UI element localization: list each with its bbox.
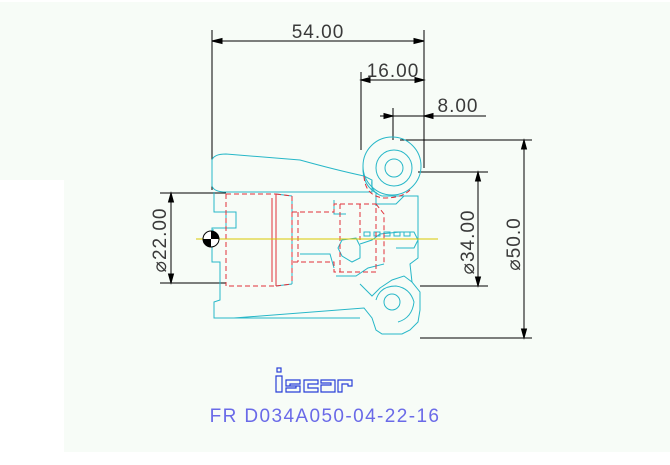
dimension-insert-offset — [359, 72, 426, 150]
dimension-label-54: 54.00 — [292, 22, 345, 43]
dimension-label-34: ⌀34.00 — [458, 210, 479, 275]
lower-clamp-pin — [383, 293, 401, 311]
iscar-logo — [275, 367, 353, 393]
dimension-layer — [160, 30, 532, 340]
chip-flute — [211, 153, 373, 193]
dimension-label-50: ⌀50.0 — [504, 217, 525, 270]
center-symbol-icon — [202, 230, 220, 248]
dimension-label-8: 8.00 — [438, 96, 479, 117]
dimension-bore-diameter — [160, 191, 226, 285]
dimension-cutting-diameter — [400, 138, 532, 340]
dimension-insert-width — [380, 108, 486, 140]
dimension-body-diameter — [418, 170, 488, 288]
dimension-labels: 54.00 16.00 8.00 ⌀22.00 ⌀34.00 ⌀50.0 — [150, 22, 525, 275]
part-number: FR D034A050-04-22-16 — [210, 406, 441, 427]
drawing-paper — [0, 2, 670, 452]
dimension-label-22: ⌀22.00 — [150, 208, 171, 273]
clamp-screw-inner — [375, 149, 413, 187]
dimension-label-16: 16.00 — [367, 61, 420, 82]
